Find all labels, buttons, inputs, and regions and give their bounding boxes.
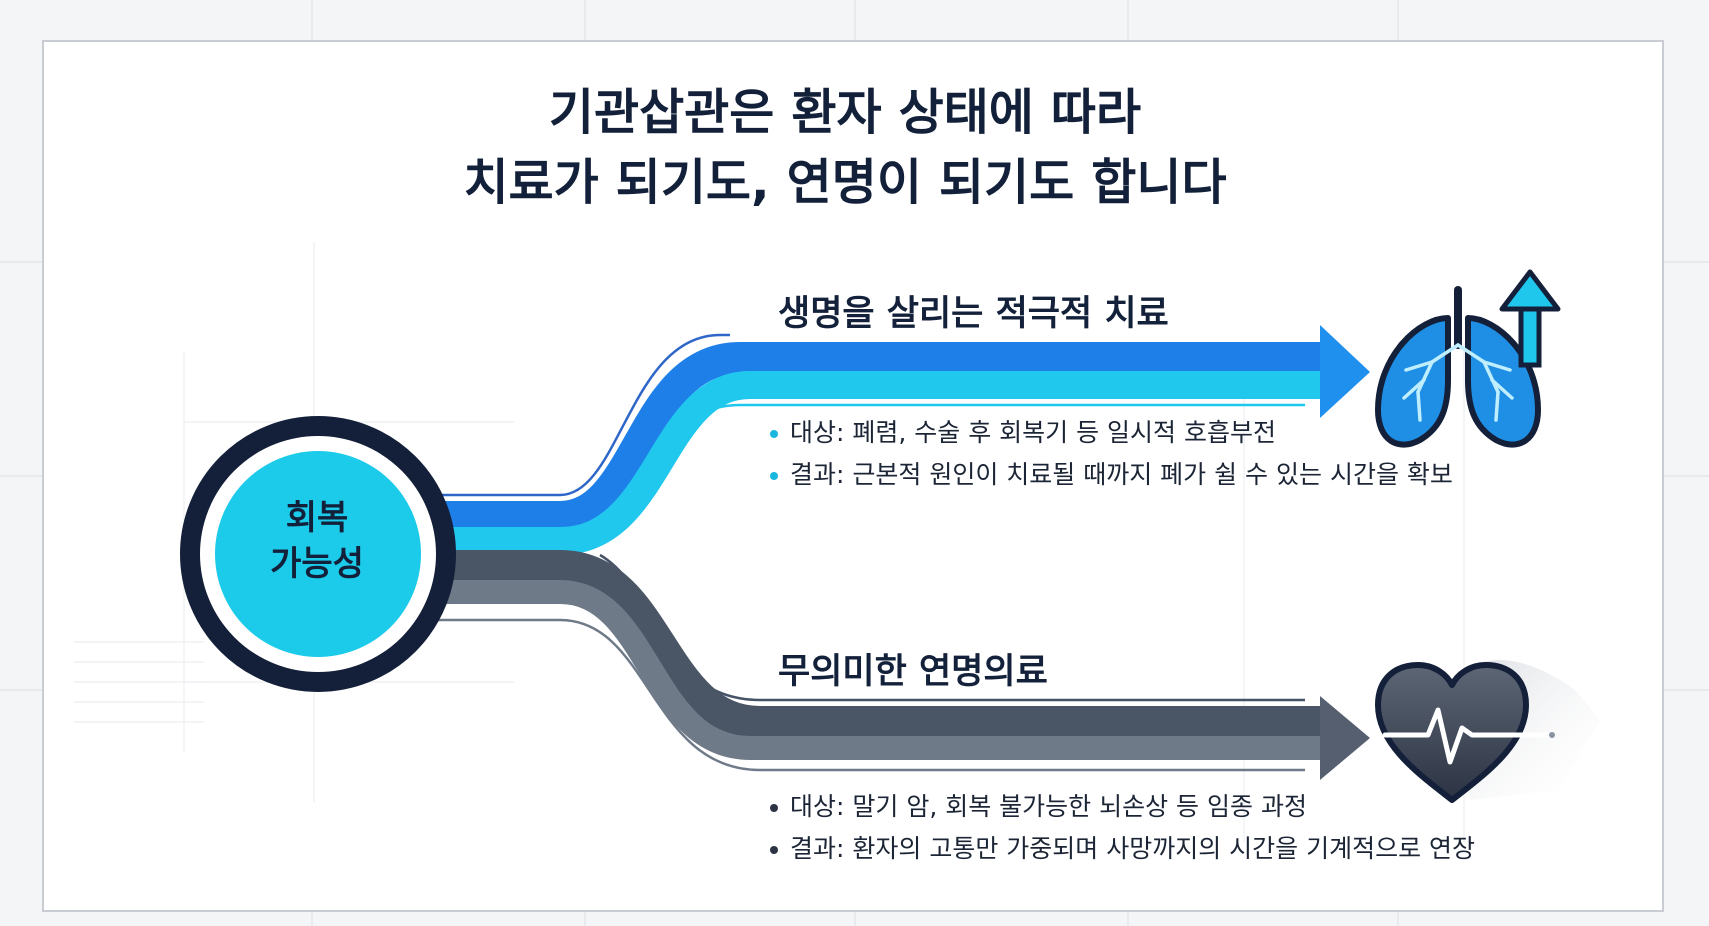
heart-ecg-icon [1375,660,1600,803]
title-line-1: 기관삽관은 환자 상태에 따라 [548,84,1142,141]
lower-branch-title: 무의미한 연명의료 [778,652,1048,692]
lower-flow-dark [430,550,1325,738]
origin-label-line-1: 회복 [285,498,349,538]
lower-branch-outline-inner [430,618,1305,772]
upper-bullet-target: 대상: 폐렴, 수술 후 회복기 등 일시적 호흡부전 [770,412,1453,454]
upper-flow-dark [430,342,1325,533]
lower-flow-light [430,580,1325,760]
lower-bullet-target: 대상: 말기 암, 회복 불가능한 뇌손상 등 임종 과정 [770,786,1475,828]
origin-label: 회복 가능성 [232,495,402,587]
upper-branch-bullets: 대상: 폐렴, 수술 후 회복기 등 일시적 호흡부전 결과: 근본적 원인이 … [770,412,1453,496]
lower-branch-bullets: 대상: 말기 암, 회복 불가능한 뇌손상 등 임종 과정 결과: 환자의 고통… [770,786,1475,870]
upper-branch-outline [430,333,730,497]
title-line-2: 치료가 되기도, 연명이 되기도 합니다 [463,154,1227,211]
lower-arrowhead [1320,696,1370,780]
page-title: 기관삽관은 환자 상태에 따라 치료가 되기도, 연명이 되기도 합니다 [200,78,1490,218]
lower-bullet-result: 결과: 환자의 고통만 가중되며 사망까지의 시간을 기계적으로 연장 [770,828,1475,870]
upper-arrowhead [1320,325,1370,418]
origin-label-line-2: 가능성 [270,544,364,584]
upper-flow-cyan [430,371,1325,555]
lungs-icon [1375,286,1541,448]
up-arrow-icon [1499,269,1561,368]
upper-branch-title: 생명을 살리는 적극적 치료 [778,294,1169,334]
origin-circle-fill [215,451,421,657]
upper-bullet-result: 결과: 근본적 원인이 치료될 때까지 폐가 쉴 수 있는 시간을 확보 [770,454,1453,496]
